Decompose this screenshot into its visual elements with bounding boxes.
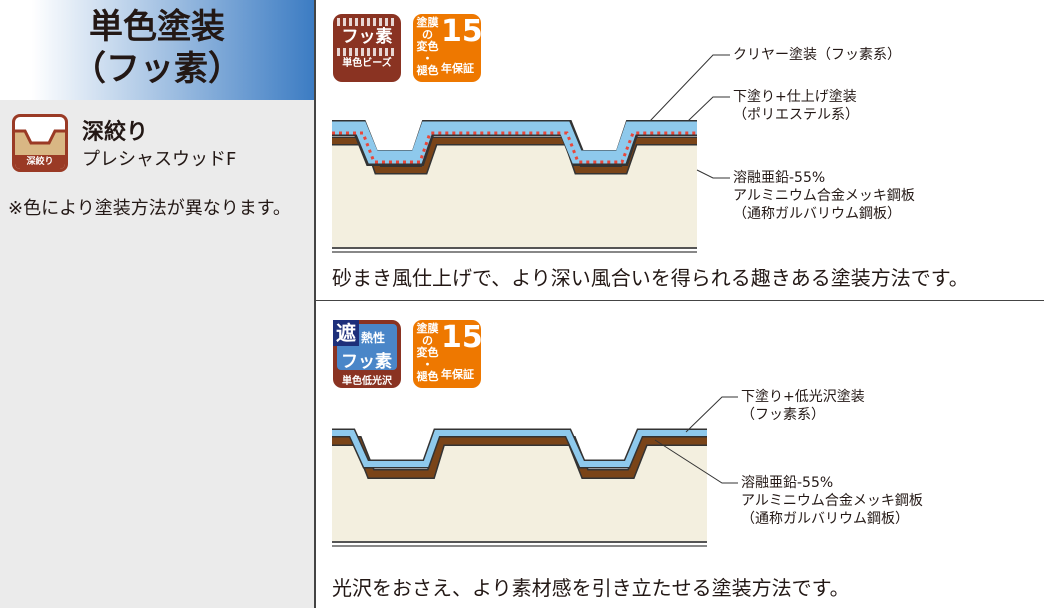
page-header: 単色塗装 （フッ素） xyxy=(0,0,314,100)
warranty-years: 15 xyxy=(441,14,483,49)
bottom-caption: 光沢をおさえ、より素材感を引き立たせる塗装方法です。 xyxy=(332,576,850,600)
icon-label: 深絞り xyxy=(15,155,65,169)
w-text: 褪色 xyxy=(416,64,439,77)
badge-main: フッ素 xyxy=(341,27,393,47)
warranty-badge: 塗膜の変色・褪色 15 年保証 xyxy=(413,320,483,388)
top-diagram xyxy=(332,54,730,253)
left-panel xyxy=(0,0,314,608)
label-clear-coat: クリヤー塗装（フッ素系） xyxy=(733,47,901,63)
label-polyester: （ポリエステル系） xyxy=(733,107,859,123)
label-substrate-2: アルミニウム合金メッキ鋼板 xyxy=(733,188,915,204)
w-text: の xyxy=(422,28,433,41)
label-fluorine: （フッ素系） xyxy=(741,407,825,423)
deep-draw-icon: 深絞り xyxy=(12,114,68,172)
warranty-badge: 塗膜の変色・褪色 15 年保証 xyxy=(413,14,483,82)
w-text: 変色 xyxy=(416,346,439,359)
product-series: プレシャスウッドF xyxy=(82,149,237,170)
bottom-diagram xyxy=(332,396,738,547)
shield-tag: 遮 xyxy=(333,320,359,346)
label-substrate-3: （通称ガルバリウム鋼板） xyxy=(733,206,901,222)
badge-sub: 単色ビーズ xyxy=(342,58,392,69)
product-name: 深絞り xyxy=(82,120,149,145)
label-substrate-1: 溶融亜鉛-55% xyxy=(733,170,826,186)
badge-top: 熱性 xyxy=(361,331,386,345)
vertical-divider xyxy=(314,0,316,608)
badge-sub: 単色低光沢 xyxy=(342,376,392,387)
w-text: 変色 xyxy=(416,40,439,53)
badge-main: フッ素 xyxy=(341,352,392,372)
w-text: ・ xyxy=(422,52,433,65)
w-text: 塗膜 xyxy=(416,322,439,335)
warranty-suffix: 年保証 xyxy=(441,368,474,381)
w-text: 褪色 xyxy=(416,370,439,383)
heat-shield-fluorine-badge: 遮 熱性 フッ素 単色低光沢 xyxy=(333,320,401,388)
w-text: 塗膜 xyxy=(416,16,439,29)
warranty-years: 15 xyxy=(441,320,483,355)
top-caption: 砂まき風仕上げで、より深い風合いを得られる趣きある塗装方法です。 xyxy=(332,266,969,290)
label-substrate-3: （通称ガルバリウム鋼板） xyxy=(741,511,909,527)
horizontal-divider xyxy=(316,300,1044,301)
fluorine-beads-badge: フッ素 単色ビーズ xyxy=(333,14,401,82)
w-text: の xyxy=(422,334,433,347)
note: ※色により塗装方法が異なります。 xyxy=(8,198,291,219)
label-primer-finish: 下塗り+仕上げ塗装 xyxy=(733,89,857,105)
title-line2: （フッ素） xyxy=(72,49,242,89)
label-low-gloss: 下塗り+低光沢塗装 xyxy=(741,389,865,405)
label-substrate-1: 溶融亜鉛-55% xyxy=(741,475,834,491)
warranty-suffix: 年保証 xyxy=(441,62,474,75)
label-substrate-2: アルミニウム合金メッキ鋼板 xyxy=(741,493,923,509)
title-line1: 単色塗装 xyxy=(89,7,225,47)
w-text: ・ xyxy=(422,358,433,371)
